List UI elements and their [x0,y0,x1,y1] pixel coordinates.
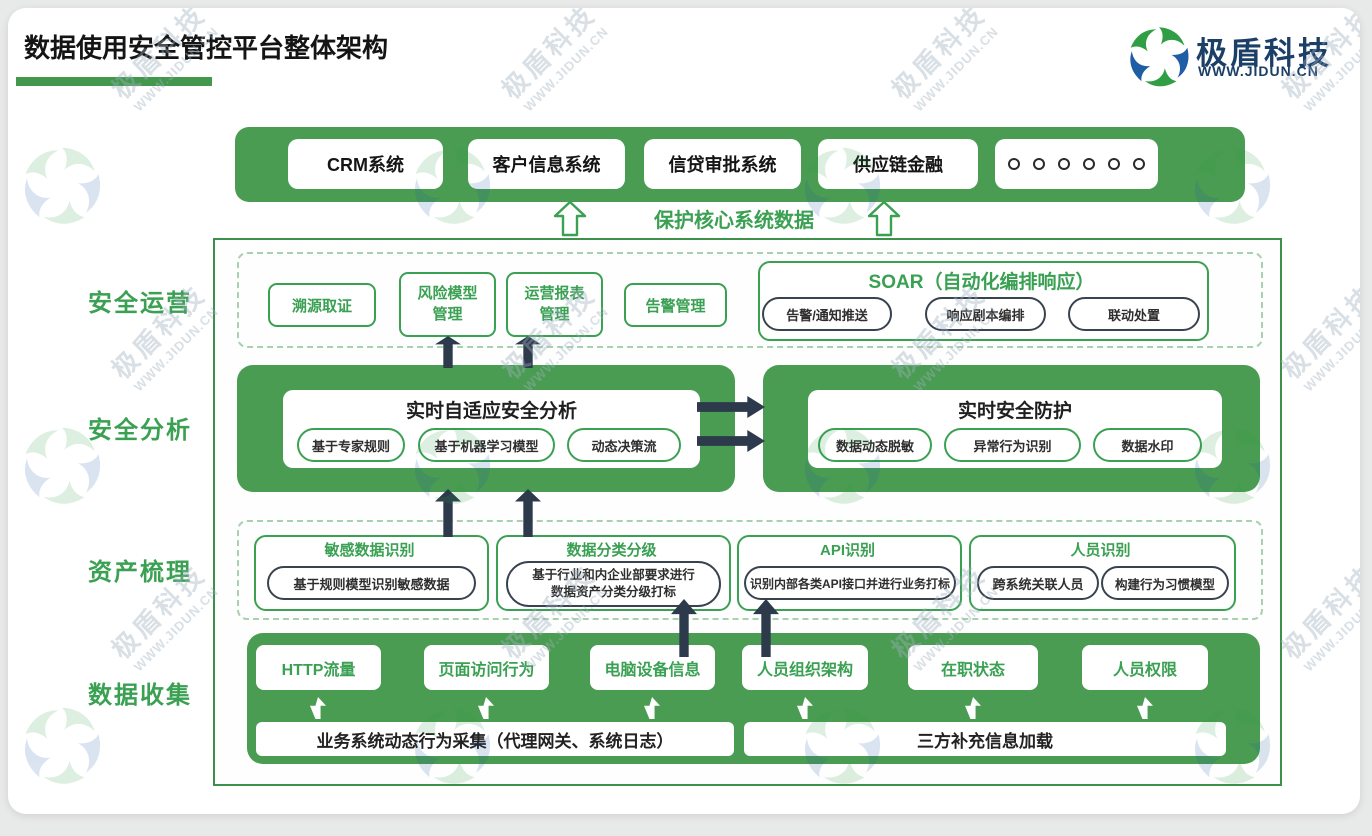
ellipsis-dot [1108,158,1120,170]
row-label-ops: 安全运营 [88,290,192,317]
page-title: 数据使用安全管控平台整体架构 [24,33,389,63]
soar-pill-linkage: 联动处置 [1068,297,1200,331]
assets-title-person: 人员识别 [1070,542,1131,559]
ops-box-traceability: 溯源取证 [268,283,376,327]
analysis-pill-decision-flow: 动态决策流 [567,428,681,462]
protection-pill-abnormal: 异常行为识别 [944,428,1081,462]
assets-pill-habit-model: 构建行为习惯模型 [1101,566,1229,600]
system-credit-approval: 信贷审批系统 [644,139,801,189]
system-customer-info: 客户信息系统 [468,139,625,189]
source-org-structure: 人员组织架构 [742,645,868,690]
ellipsis-dot [1133,158,1145,170]
up-arrow-outline-icon [867,200,901,237]
protection-title: 实时安全防护 [957,401,1072,422]
assets-pill-classification-desc: 基于行业和内企业部要求进行 数据资产分类分级打标 [506,561,721,607]
assets-section [237,520,1263,620]
assets-title-api: API识别 [819,542,875,559]
assets-pill-api-desc: 识别内部各类API接口并进行业务打标 [744,566,956,600]
ops-section [237,252,1263,348]
source-device-info: 电脑设备信息 [590,645,715,690]
jidun-logo-icon [1128,26,1190,88]
ellipsis-dot [1083,158,1095,170]
collect-bar-third-party: 三方补充信息加载 [744,722,1226,756]
analysis-pill-expert-rules: 基于专家规则 [297,428,405,462]
system-supply-chain: 供应链金融 [818,139,978,189]
assets-pill-rule-model: 基于规则模型识别敏感数据 [267,566,476,600]
logo-brand: 极盾科技 [1196,36,1332,71]
up-arrow-outline-icon [553,200,587,237]
source-page-visits: 页面访问行为 [424,645,549,690]
ellipsis-dot [1008,158,1020,170]
analysis-left-title: 实时自适应安全分析 [405,401,577,422]
soar-title: SOAR（自动化编排响应） [868,272,1095,293]
row-label-assets: 资产梳理 [88,559,192,586]
row-label-collect: 数据收集 [88,682,192,709]
assets-pill-cross-system: 跨系统关联人员 [977,566,1099,600]
soar-pill-playbook: 响应剧本编排 [925,297,1046,331]
collect-bar-dynamic-behavior: 业务系统动态行为采集（代理网关、系统日志） [256,722,734,756]
source-http-traffic: HTTP流量 [256,645,381,690]
more-systems-box [995,139,1158,189]
analysis-pill-ml-model: 基于机器学习模型 [418,428,555,462]
soar-pill-alert-push: 告警/通知推送 [762,297,892,331]
source-permissions: 人员权限 [1082,645,1208,690]
title-underline [16,77,212,86]
ellipsis-dot [1058,158,1070,170]
ops-box-report: 运营报表 管理 [506,272,603,337]
assets-title-sensitive: 敏感数据识别 [324,542,415,559]
system-crm: CRM系统 [288,139,443,189]
source-employment-status: 在职状态 [908,645,1038,690]
ellipsis-dot [1033,158,1045,170]
row-label-analysis: 安全分析 [88,417,192,444]
protection-pill-masking: 数据动态脱敏 [818,428,932,462]
assets-title-classification: 数据分类分级 [566,542,657,559]
protect-core-data-label: 保护核心系统数据 [654,210,814,232]
protection-pill-watermark: 数据水印 [1093,428,1202,462]
ops-box-alert-mgmt: 告警管理 [624,283,727,327]
ops-box-risk-model: 风险模型 管理 [399,272,496,337]
logo-site: WWW.JIDUN.CN [1198,63,1319,79]
